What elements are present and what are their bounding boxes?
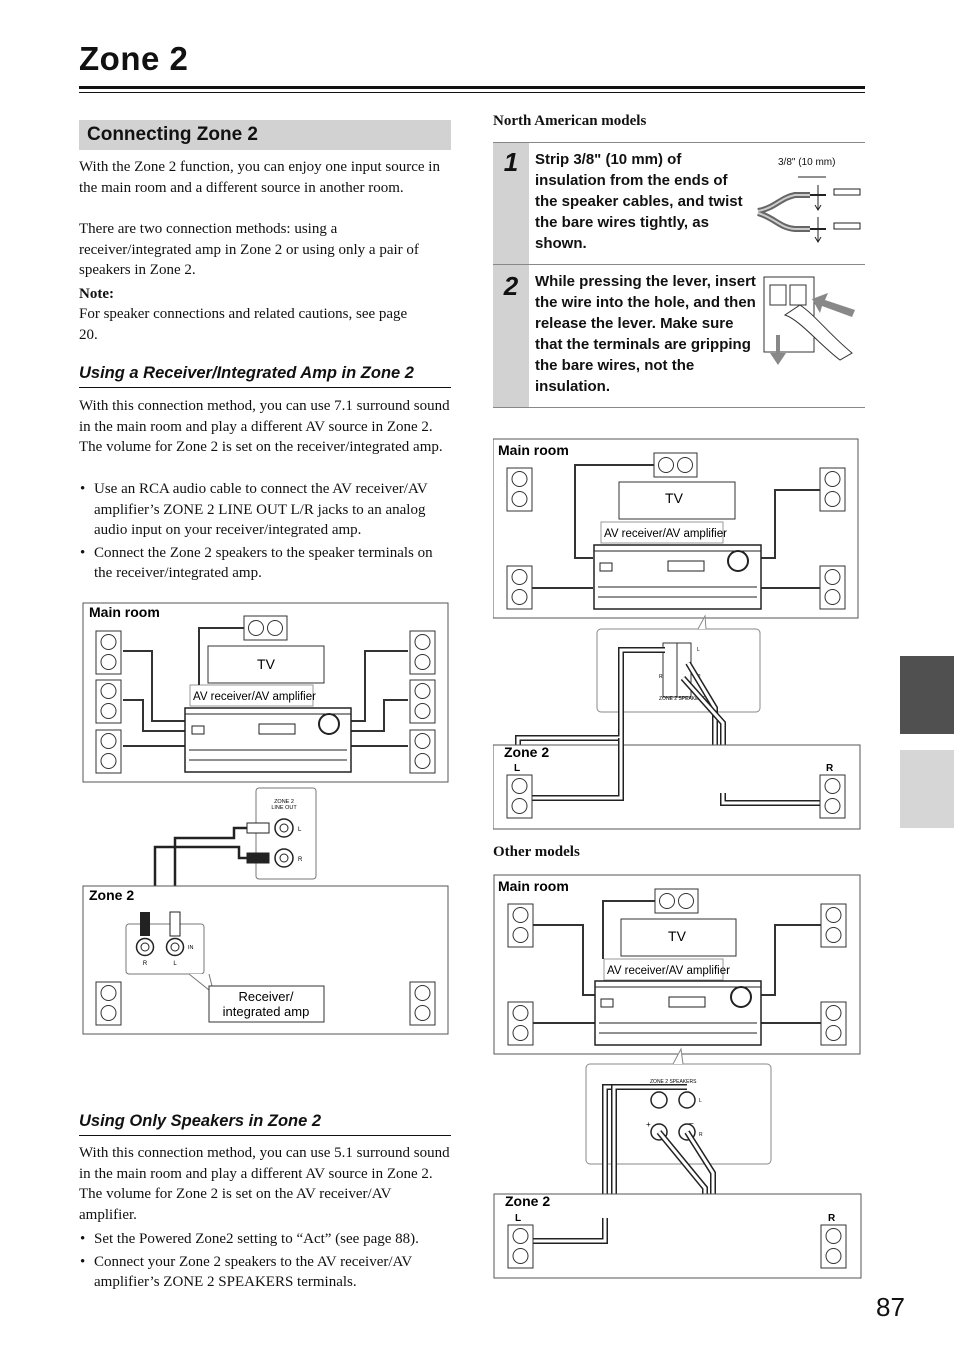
- main-room-label: Main room: [498, 442, 569, 458]
- zone2-right: R: [826, 763, 834, 774]
- chapter-tab: [900, 750, 954, 828]
- speakers-method-heading: Using Only Speakers in Zone 2: [79, 1112, 451, 1136]
- zone2-speakers-label: ZONE 2 SPEAKERS: [659, 696, 706, 702]
- strip-dimension: 3/8" (10 mm): [778, 157, 836, 168]
- svg-text:Receiver/: Receiver/: [239, 989, 294, 1004]
- receiver-method-bullets: Use an RCA audio cable to connect the AV…: [79, 479, 451, 584]
- svg-text:R: R: [659, 674, 663, 680]
- zone2-left: L: [514, 763, 520, 774]
- tv-label: TV: [665, 490, 684, 506]
- svg-text:ZONE 2: ZONE 2: [274, 799, 294, 805]
- intro-paragraph-2: There are two connection methods: using …: [79, 221, 419, 278]
- bullet-item: Use an RCA audio cable to connect the AV…: [80, 479, 451, 541]
- input-left: L: [173, 961, 177, 967]
- section-heading: Connecting Zone 2: [79, 120, 451, 150]
- svg-text:L: L: [699, 1098, 702, 1104]
- bullet-item: Connect your Zone 2 speakers to the AV r…: [80, 1252, 451, 1293]
- svg-text:−: −: [689, 1119, 694, 1128]
- intro-paragraph-1: With the Zone 2 function, you can enjoy …: [79, 159, 440, 196]
- input-right: R: [143, 961, 148, 967]
- tv-label: TV: [257, 656, 276, 672]
- step-2-text: While pressing the lever, insert the wir…: [535, 273, 756, 395]
- page-title: Zone 2: [79, 40, 189, 77]
- zone2-right: R: [828, 1213, 836, 1224]
- svg-text:+: +: [646, 1120, 651, 1129]
- step-2: 2 While pressing the lever, insert the w…: [493, 264, 865, 408]
- page-number: 87: [876, 1292, 905, 1322]
- line-out-left: L: [298, 827, 302, 833]
- svg-text:L: L: [697, 647, 700, 653]
- zone2-left: L: [515, 1213, 521, 1224]
- zone2-label: Zone 2: [89, 887, 134, 903]
- av-receiver-label: AV receiver/AV amplifier: [607, 965, 730, 977]
- speakers-method-paragraph: With this connection method, you can use…: [79, 1145, 450, 1223]
- lever-illustration: [763, 276, 855, 365]
- receiver-connection-diagram: Main room TV AV receiver/AV amplifier ZO…: [82, 602, 449, 1035]
- line-out-right: R: [298, 857, 303, 863]
- title-rule: [79, 86, 865, 89]
- wire-strip-illustration: 3/8" (10 mm): [750, 143, 865, 265]
- speakers-method-bullets: Set the Powered Zone2 setting to “Act” (…: [79, 1229, 451, 1293]
- bullet-item: Set the Powered Zone2 setting to “Act” (…: [80, 1229, 451, 1250]
- step-1-number: 1: [493, 143, 529, 265]
- north-american-diagram: Main room TV AV receiver/AV amplifier R …: [493, 438, 861, 830]
- svg-text:LINE OUT: LINE OUT: [271, 805, 297, 811]
- receiver-method-paragraph: With this connection method, you can use…: [79, 398, 450, 455]
- north-american-label: North American models: [493, 113, 647, 129]
- input-in: IN: [188, 945, 194, 951]
- title-rule-thin: [79, 92, 865, 93]
- tv-label: TV: [668, 928, 687, 944]
- chapter-tab-active: [900, 656, 954, 734]
- av-receiver-label: AV receiver/AV amplifier: [193, 691, 316, 703]
- receiver-method-heading: Using a Receiver/Integrated Amp in Zone …: [79, 364, 451, 388]
- other-models-diagram: Main room TV AV receiver/AV amplifier ZO…: [493, 874, 862, 1279]
- zone2-label: Zone 2: [504, 744, 549, 760]
- step-2-number: 2: [493, 265, 529, 407]
- bullet-item: Connect the Zone 2 speakers to the speak…: [80, 543, 451, 584]
- main-room-label: Main room: [89, 604, 160, 620]
- step-1-text: Strip 3/8" (10 mm) of insulation from th…: [535, 151, 743, 252]
- other-models-label: Other models: [493, 844, 580, 860]
- svg-text:R: R: [699, 1132, 703, 1138]
- main-room-label: Main room: [498, 878, 569, 894]
- note-text: For speaker connections and related caut…: [79, 306, 408, 343]
- zone2-speakers-label: ZONE 2 SPEAKERS: [650, 1079, 697, 1085]
- zone2-label: Zone 2: [505, 1193, 550, 1209]
- svg-text:integrated amp: integrated amp: [223, 1004, 310, 1019]
- av-receiver-label: AV receiver/AV amplifier: [604, 528, 727, 540]
- note-label: Note:: [79, 286, 114, 302]
- step-1: 1 Strip 3/8" (10 mm) of insulation from …: [493, 142, 865, 265]
